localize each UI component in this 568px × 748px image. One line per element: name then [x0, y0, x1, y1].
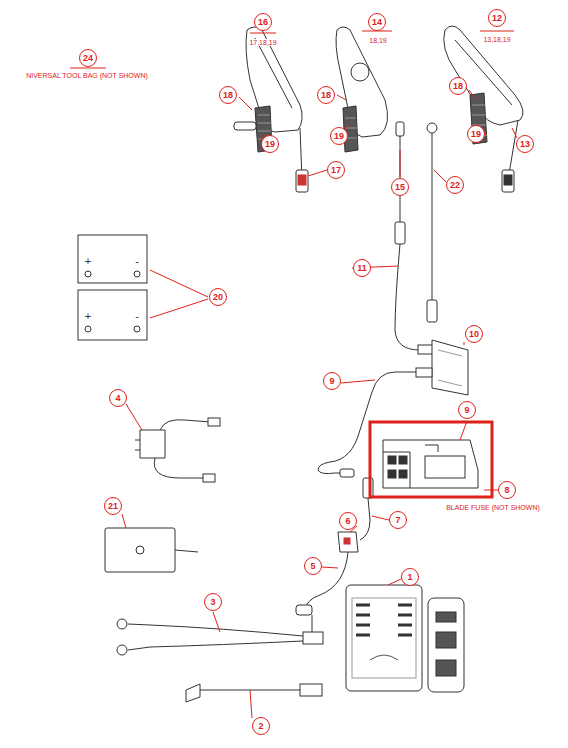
callout-number: 4: [109, 389, 127, 407]
callout-number: 14: [368, 13, 386, 31]
callout-number: 21: [104, 497, 122, 515]
callout-number: 1: [401, 568, 419, 586]
callout-number: 17: [327, 161, 345, 179]
callout-number: 10: [465, 325, 483, 343]
callout-number: 6: [339, 512, 357, 530]
note-text: BLADE FUSE (NOT SHOWN): [445, 504, 541, 511]
callout-number: 11: [353, 259, 371, 277]
callout-number: 9: [458, 401, 476, 419]
callout-number: 9: [323, 372, 341, 390]
callout-number: 19: [330, 127, 348, 145]
callout-number: 13: [516, 135, 534, 153]
callout-number: 3: [204, 593, 222, 611]
callout-number: 15: [391, 178, 409, 196]
note-text: 18,19: [368, 37, 388, 44]
callout-number: 24: [79, 49, 97, 67]
callout-number: 12: [488, 9, 506, 27]
terminal-symbol: +: [85, 311, 91, 322]
callout-number: 20: [209, 288, 227, 306]
note-text: 13,18,19: [482, 36, 511, 43]
note-text: 17,18,19: [248, 39, 277, 46]
callout-number: 22: [446, 176, 464, 194]
terminal-symbol: -: [135, 256, 139, 267]
callout-number: 5: [304, 557, 322, 575]
callout-number: 2: [252, 717, 270, 735]
terminal-symbol: +: [85, 256, 91, 267]
callout-number: 18: [449, 77, 467, 95]
terminal-symbol: -: [135, 311, 139, 322]
note-text: NIVERSAL TOOL BAG (NOT SHOWN): [25, 72, 149, 79]
callout-number: 19: [467, 125, 485, 143]
callout-number: 18: [317, 86, 335, 104]
callout-number: 8: [498, 481, 516, 499]
callout-number: 7: [389, 511, 407, 529]
callout-number: 18: [219, 86, 237, 104]
callout-number: 19: [261, 135, 279, 153]
callout-number: 16: [254, 13, 272, 31]
